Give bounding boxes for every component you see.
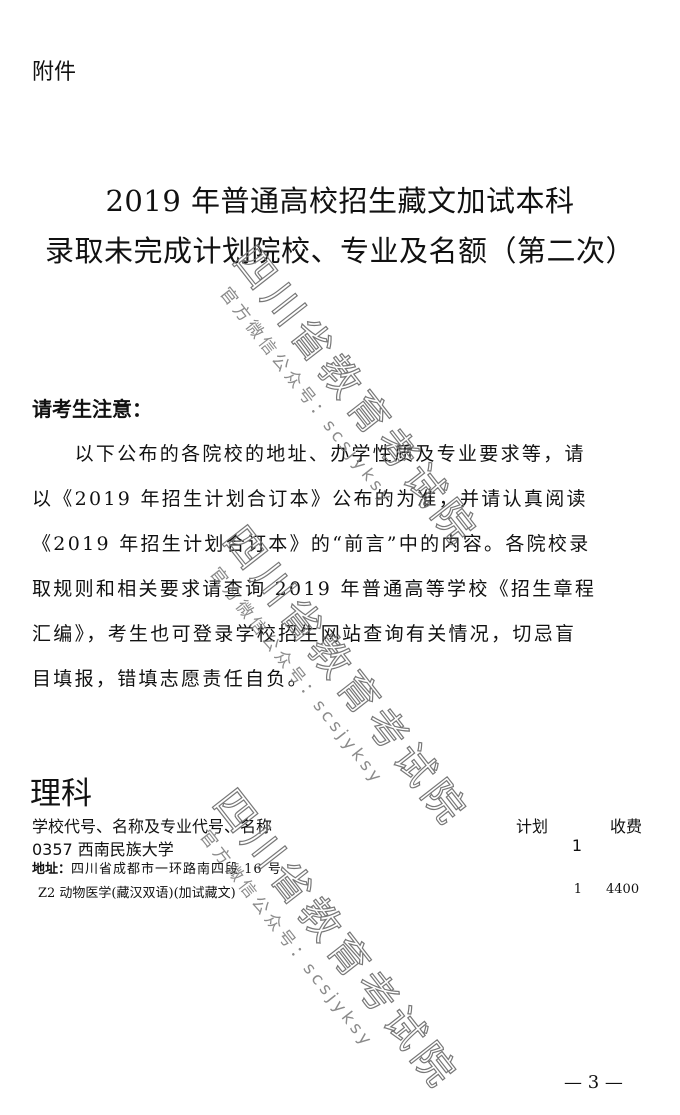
- document-title-line-1: 2019 年普通高校招生藏文加试本科: [105, 184, 575, 218]
- address-label: 地址：: [32, 862, 72, 877]
- notice-line: 汇编》，考生也可登录学校招生网站查询有关情况，切忌盲: [32, 623, 577, 645]
- address-row: 地址：四川省成都市一环路南四段 16 号: [32, 858, 652, 880]
- notice-paragraph: 以下公布的各院校的地址、办学性质及专业要求等，请 以《2019 年招生计划合订本…: [32, 432, 632, 702]
- school-row: 0357 西南民族大学 1: [32, 836, 652, 859]
- major-code-name: Z2 动物医学(藏汉双语)(加试藏文): [38, 886, 236, 901]
- table-header-row: 学校代号、名称及专业代号、名称 计划 收费: [32, 813, 652, 836]
- section-title: 理科: [30, 776, 92, 812]
- header-fee: 收费: [610, 817, 643, 836]
- notice-line: 目填报，错填志愿责任自负。: [32, 668, 309, 690]
- major-fee: 4400: [606, 882, 640, 897]
- notice-line: 《2019 年招生计划合订本》的“前言”中的内容。各院校录: [32, 533, 591, 555]
- table-row: Z2 动物医学(藏汉双语)(加试藏文) 1 4400: [32, 882, 652, 904]
- header-name: 学校代号、名称及专业代号、名称: [32, 817, 273, 836]
- document-title-line-2: 录取未完成计划院校、专业及名额（第二次）: [44, 234, 635, 268]
- address-value: 四川省成都市一环路南四段 16 号: [71, 862, 282, 877]
- school-plan: 1: [571, 836, 582, 855]
- attachment-label: 附件: [32, 60, 77, 85]
- page-number: — 3 —: [564, 1072, 623, 1093]
- notice-line: 以下公布的各院校的地址、办学性质及专业要求等，请: [32, 443, 586, 465]
- school-code-name: 0357 西南民族大学: [32, 840, 174, 859]
- notice-line: 取规则和相关要求请查询 2019 年普通高等学校《招生章程: [32, 578, 597, 600]
- notice-line: 以《2019 年招生计划合订本》公布的为准，并请认真阅读: [32, 488, 588, 510]
- major-plan: 1: [573, 882, 582, 897]
- header-plan: 计划: [516, 817, 549, 836]
- notice-heading: 请考生注意：: [32, 397, 152, 421]
